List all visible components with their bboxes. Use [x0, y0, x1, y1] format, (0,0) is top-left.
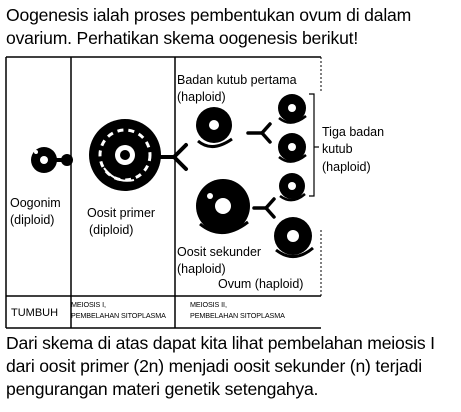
first-polar-body-label: Badan kutub pertama [177, 73, 297, 87]
first-polar-body-cell [196, 107, 233, 148]
oogenesis-diagram [5, 56, 322, 329]
ovum-label: Ovum (haploid) [218, 277, 304, 291]
polar-bodies-bracket [309, 93, 319, 197]
primary-oocyte-ploidy: (diploid) [89, 223, 134, 237]
three-polar-bodies-ploidy: (haploid) [322, 160, 371, 174]
phase-growth-label: TUMBUH [11, 307, 59, 319]
intro-paragraph: Oogenesis ialah proses pembentukan ovum … [6, 5, 412, 48]
oogonium-label: Oogonim [10, 196, 61, 210]
phase-meiosis1-line1: MEIOSIS I, [71, 300, 106, 309]
oogonium-ploidy: (diploid) [10, 213, 55, 227]
diagram-frame [5, 56, 322, 329]
phase-meiosis2-line2: PEMBELAHAN SITOPLASMA [190, 311, 285, 320]
primary-oocyte-cell [89, 119, 161, 191]
three-polar-bodies-label-line2: kutub [322, 142, 353, 156]
connector-primary-to-secondary [158, 143, 188, 171]
first-polar-body-ploidy: (haploid) [177, 90, 226, 104]
connector-first-polar-body [246, 122, 272, 144]
oogonium-cell [31, 147, 57, 173]
connector-oogonium-to-primary [55, 154, 73, 166]
secondary-oocyte-ploidy: (haploid) [177, 262, 226, 276]
ovum-cell [274, 217, 314, 258]
phase-meiosis1-line2: PEMBELAHAN SITOPLASMA [71, 311, 166, 320]
closing-paragraph: Dari skema di atas dapat kita lihat pemb… [6, 333, 435, 399]
phase-meiosis2-line1: MEIOSIS II, [190, 300, 227, 309]
secondary-oocyte-label: Oosit sekunder [177, 245, 262, 259]
three-polar-bodies-label-line1: Tiga badan [322, 125, 385, 139]
secondary-oocyte-cell [196, 179, 250, 234]
polar-body-3 [279, 173, 306, 202]
connector-secondary-oocyte [252, 197, 276, 219]
primary-oocyte-label: Oosit primer [87, 206, 156, 220]
polar-body-2 [278, 133, 307, 163]
polar-body-1 [278, 94, 307, 124]
